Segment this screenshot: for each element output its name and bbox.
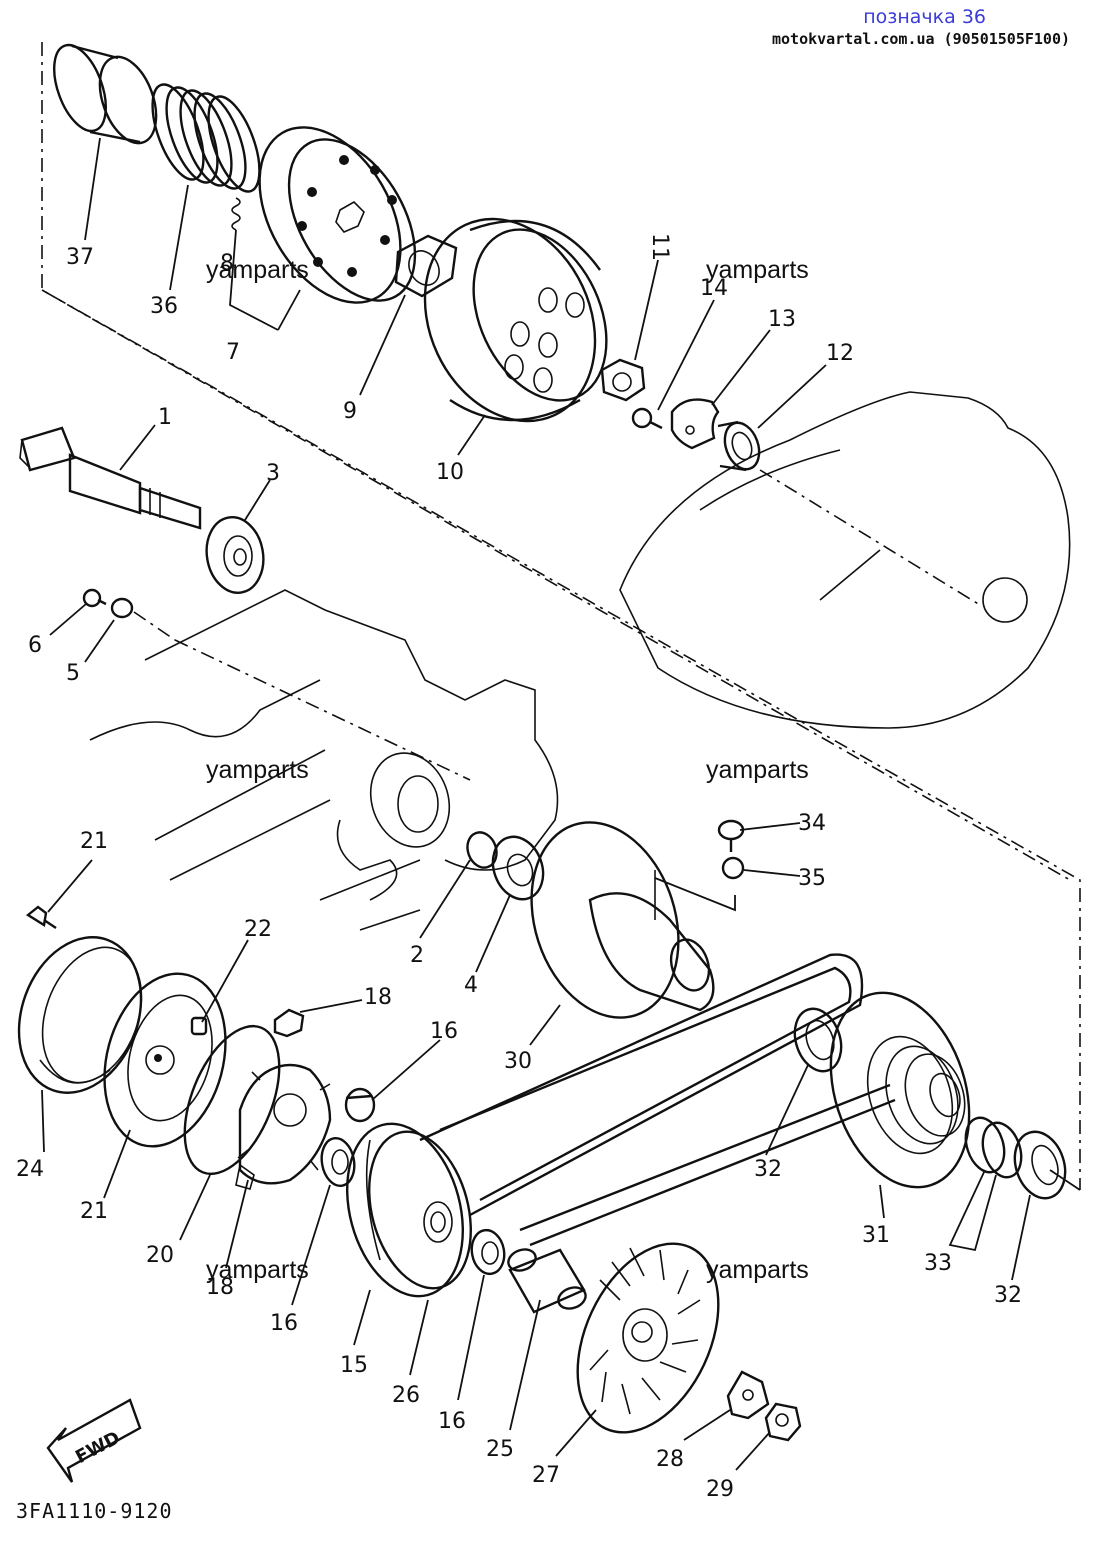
screw-34 [717,819,745,852]
callout-24: 24 [16,1157,44,1182]
primary-fixed-sheave-30 [530,821,736,1019]
washer-35 [721,856,745,880]
callout-28: 28 [656,1447,684,1472]
callout-34: 34 [798,811,826,836]
nut-29 [764,1402,802,1442]
clutch-spring-36 [151,83,261,193]
bolt-6 [82,588,107,608]
primary-shaft-1 [19,426,202,530]
watermark-1: yamparts [206,256,309,284]
weight-17 [344,1087,376,1123]
callout-10: 10 [436,460,464,485]
callout-21: 21 [80,1199,108,1224]
watermark-5: yamparts [206,1256,309,1284]
o-rings-33 [964,1116,1023,1179]
watermarks: yamparts yamparts yamparts yamparts yamp… [206,256,809,1284]
callout-18: 18 [206,1275,234,1300]
o-ring-20 [183,1024,281,1176]
callout-9: 9 [343,399,357,424]
callout-5: 5 [66,661,80,686]
callout-17: 16 [430,1019,458,1044]
oil-seal-32-lower [1013,1130,1081,1200]
callout-13: 13 [768,307,796,332]
circlip-2 [466,831,498,869]
watermark-6: yamparts [706,1256,809,1284]
transmission-case [89,589,559,931]
cam-plate-18 [235,1063,332,1190]
callouts: 37 36 8 7 9 10 11 14 13 12 1 3 6 5 21 22… [16,233,1022,1502]
clutch-shoe-spring-8 [231,197,241,231]
secondary-sheave-31 [829,991,971,1189]
callout-16-left: 16 [270,1311,298,1336]
gasket-24 [17,936,143,1094]
callout-31: 31 [862,1223,890,1248]
callout-11: 11 [647,233,672,261]
callout-7: 7 [226,340,240,365]
callout-25: 25 [486,1437,514,1462]
callout-32-upper: 32 [754,1157,782,1182]
bushing-16-upper [320,1137,356,1187]
watermark-4: yamparts [706,756,809,784]
callout-1: 1 [158,405,172,430]
callout-23: 22 [244,917,272,942]
callout-12: 12 [826,341,854,366]
callout-2: 2 [410,943,424,968]
callout-20: 20 [146,1243,174,1268]
callout-16-right: 16 [438,1409,466,1434]
washer-28 [726,1370,770,1420]
forward-direction-arrow: FWD [46,1398,142,1483]
callout-22: 21 [80,829,108,854]
callout-32-lower: 32 [994,1283,1022,1308]
callout-37: 37 [66,245,94,270]
callout-15: 15 [340,1353,368,1378]
oil-seal-4 [491,835,545,901]
bushing-16-lower [470,1228,506,1276]
callout-26: 26 [392,1383,420,1408]
assembly-boundary [41,42,1081,1190]
cover-21 [103,972,227,1148]
diagram-code: 3FA1110-9120 [16,1499,173,1523]
watermark-2: yamparts [706,256,809,284]
callout-30: 30 [504,1049,532,1074]
callout-27: 27 [532,1463,560,1488]
leader-lines [41,137,1031,1471]
bolt-22 [25,905,57,929]
clutch-housing-sleeve-37 [53,43,158,145]
callout-3: 3 [266,461,280,486]
callout-19: 18 [364,985,392,1010]
callout-35: 35 [798,866,826,891]
callout-14: 14 [700,276,728,301]
washer-5 [110,597,176,641]
nut-11 [600,358,646,402]
v-belt-26 [419,953,896,1247]
collar-12 [717,420,761,472]
fan-sheave-27 [576,1242,720,1434]
nut-9 [394,234,458,298]
callout-4: 4 [464,973,478,998]
header-source: motokvartal.com.ua (90501505F100) [771,30,1070,48]
clutch-carrier-7 [258,126,417,304]
oil-seal-32-upper [793,1007,843,1073]
movable-sheave-15 [345,1122,472,1298]
clutch-housing-10 [423,217,608,423]
callout-8: 8 [220,251,234,276]
slider-19 [273,1008,305,1038]
collar-25 [507,1248,587,1314]
callout-29: 29 [706,1477,734,1502]
callout-33: 33 [924,1251,952,1276]
bolt-14 [631,407,663,430]
callout-36: 36 [150,294,178,319]
fwd-label: FWD [72,1427,123,1468]
crankcase-cover [619,391,1071,729]
header-tag: позначка 36 [863,6,986,28]
watermark-3: yamparts [206,756,309,784]
plate-13 [670,398,720,450]
bearing-3 [205,516,265,594]
callout-6: 6 [28,633,42,658]
